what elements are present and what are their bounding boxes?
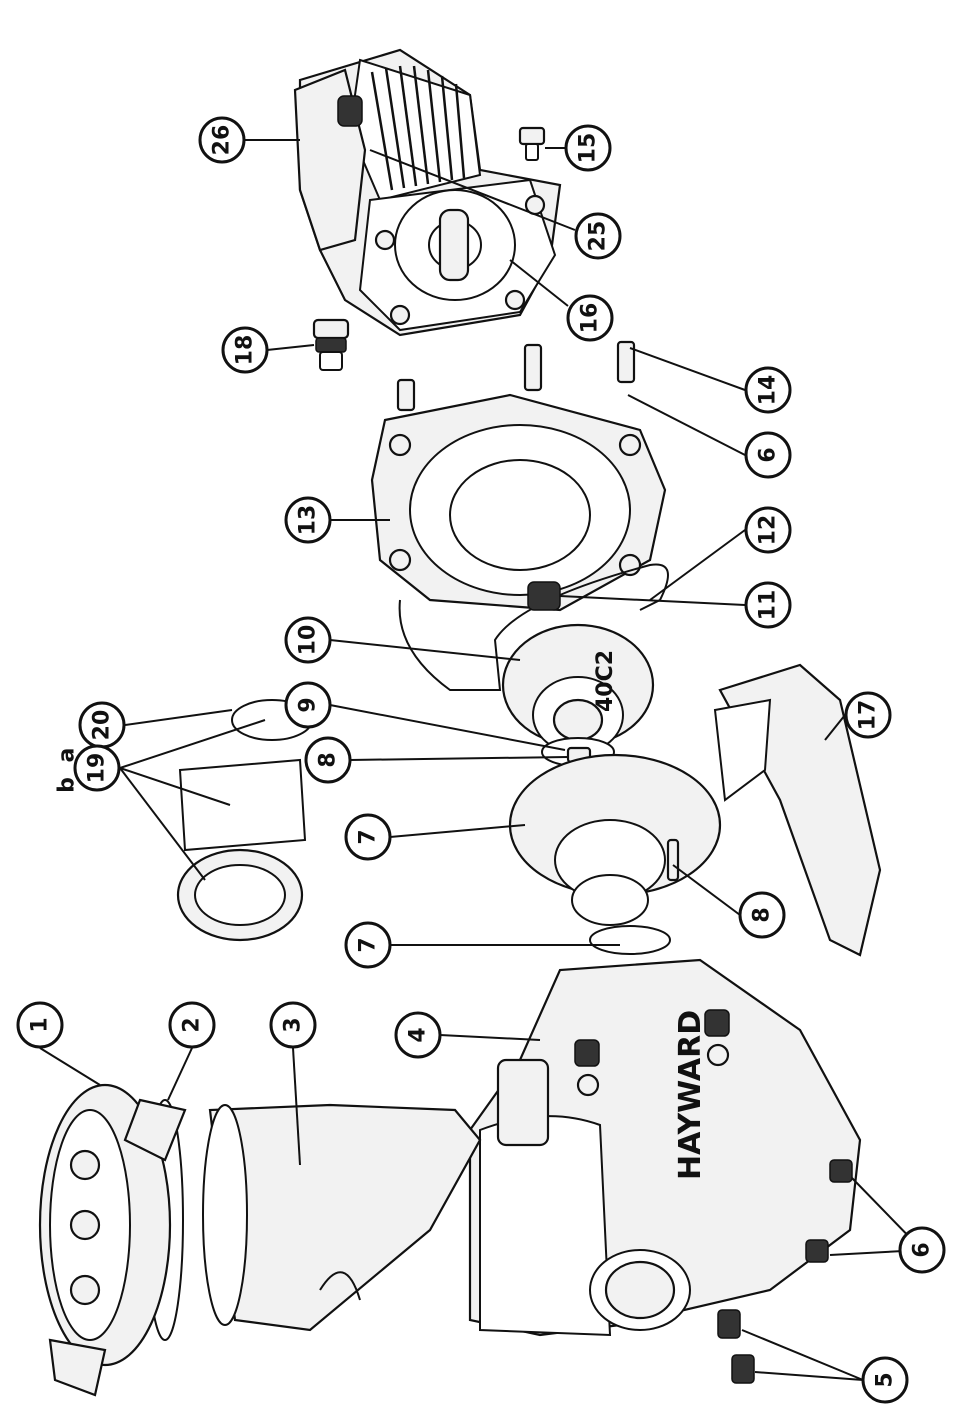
- callout-17: 15: [564, 124, 612, 172]
- callout-6-bottom: 6: [898, 1226, 946, 1274]
- brand-logo-text: HAYWARD: [673, 1010, 708, 1180]
- svg-text:16: 16: [578, 303, 603, 334]
- seal-plate-bolts: [396, 340, 636, 412]
- part-21-union: [176, 758, 307, 942]
- svg-text:6: 6: [756, 447, 781, 462]
- part-5-drain-plugs: [717, 1309, 755, 1384]
- body-fittings: [574, 1009, 730, 1097]
- callout-6-top: 6: [744, 431, 792, 479]
- callout-21: 19 a b: [55, 744, 121, 793]
- svg-text:1: 1: [28, 1017, 53, 1032]
- callout-2: 2: [168, 1001, 216, 1049]
- part-17-screw: [518, 126, 546, 161]
- svg-text:7: 7: [356, 937, 381, 952]
- part-8-pin: [666, 838, 680, 882]
- callout-3: 3: [269, 1001, 317, 1049]
- motor: [293, 48, 562, 337]
- callout-18: 16: [566, 294, 614, 342]
- callout-11: 9: [284, 681, 332, 729]
- svg-text:14: 14: [756, 375, 781, 406]
- part-12-impeller: 40C2: [501, 623, 655, 754]
- callout-16: 14: [744, 366, 792, 414]
- svg-text:18: 18: [233, 335, 258, 366]
- callout-8: 8: [738, 891, 786, 939]
- svg-text:19: 19: [85, 753, 110, 784]
- svg-text:10: 10: [296, 625, 321, 656]
- callout-20: 18: [221, 326, 269, 374]
- callout-10: 8: [304, 736, 352, 784]
- callout-4: 4: [394, 1011, 442, 1059]
- part-1-lid: [38, 1083, 187, 1397]
- part-20-cable-gland: [312, 318, 350, 371]
- svg-text:8: 8: [316, 752, 341, 767]
- svg-text:11: 11: [756, 590, 781, 621]
- svg-text:26: 26: [210, 125, 235, 156]
- svg-text:9: 9: [296, 697, 321, 712]
- part-4-pump-body: HAYWARD: [468, 958, 862, 1337]
- callout-22: 20: [78, 701, 126, 749]
- part-6-drain-plugs: [805, 1159, 853, 1263]
- part-3-strainer-basket: [202, 1103, 482, 1332]
- svg-text:8: 8: [750, 907, 775, 922]
- svg-text:13: 13: [296, 505, 321, 536]
- part-15-seal-plate: [370, 393, 667, 612]
- svg-text:2: 2: [180, 1017, 205, 1032]
- part-14-gasket: [398, 563, 669, 691]
- part-13-plug: [527, 581, 561, 611]
- callout-25: 25: [574, 212, 622, 260]
- svg-text:7: 7: [356, 829, 381, 844]
- callout-5: 5: [861, 1356, 909, 1404]
- part-9-diffuser: [508, 753, 722, 926]
- callout-19: 17: [844, 691, 892, 739]
- callout-13: 11: [744, 581, 792, 629]
- callout-7: 7: [344, 921, 392, 969]
- svg-text:3: 3: [281, 1017, 306, 1032]
- svg-text:25: 25: [586, 221, 611, 252]
- callout-21-sub-b: b: [55, 777, 80, 793]
- callout-1: 1: [16, 1001, 64, 1049]
- svg-text:5: 5: [873, 1372, 898, 1387]
- svg-text:15: 15: [576, 133, 601, 164]
- svg-text:12: 12: [756, 515, 781, 546]
- callout-26: 26: [198, 116, 246, 164]
- motor-cooling-fins: [370, 65, 466, 191]
- callout-15: 13: [284, 496, 332, 544]
- svg-text:6: 6: [910, 1242, 935, 1257]
- svg-text:4: 4: [406, 1027, 431, 1042]
- callout-12: 10: [284, 616, 332, 664]
- callout-9: 7: [344, 813, 392, 861]
- part-19-handle: [713, 663, 882, 957]
- callout-14: 12: [744, 506, 792, 554]
- callout-21-sub-a: a: [55, 748, 80, 763]
- svg-text:20: 20: [90, 710, 115, 741]
- impeller-code-label: 40C2: [593, 650, 618, 712]
- part-7-o-ring: [589, 925, 671, 955]
- svg-text:17: 17: [856, 700, 881, 731]
